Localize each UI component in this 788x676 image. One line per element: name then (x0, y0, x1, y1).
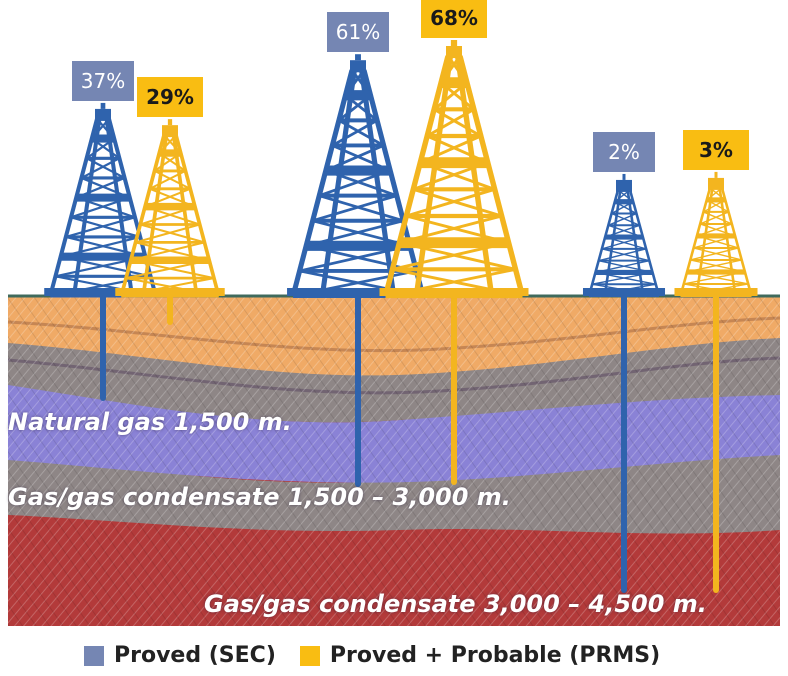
rig-prms-3 (674, 171, 758, 297)
legend-label-prms: Proved + Probable (PRMS) (329, 643, 661, 668)
ground-strata (7, 294, 781, 626)
rig-sec-2 (287, 54, 429, 298)
rig-prms-1 (115, 119, 225, 298)
value-label-sec-3: 2% (593, 132, 655, 172)
layer-label-gas-condensate-mid: Gas/gas condensate 1,500 – 3,000 m. (8, 483, 511, 511)
legend-label-sec: Proved (SEC) (114, 643, 276, 668)
value-label-prms-3: 3% (683, 130, 749, 170)
layer-label-gas-condensate-deep: Gas/gas condensate 3,000 – 4,500 m. (204, 590, 707, 618)
value-label-prms-1: 29% (137, 77, 203, 117)
wells (100, 293, 719, 593)
layer-label-natural-gas: Natural gas 1,500 m. (8, 408, 292, 436)
legend-item-prms: Proved + Probable (PRMS) (299, 643, 661, 668)
rig-sec-1 (44, 102, 162, 298)
rig-prms-2 (379, 40, 529, 299)
legend-swatch-prms (299, 645, 320, 666)
legend: Proved (SEC) Proved + Probable (PRMS) (84, 643, 684, 668)
value-label-sec-1: 37% (72, 61, 134, 101)
legend-item-sec: Proved (SEC) (84, 643, 276, 668)
value-label-prms-2: 68% (421, 0, 487, 38)
rig-sec-3 (582, 173, 666, 297)
drilling-rigs (44, 40, 758, 299)
value-label-sec-2: 61% (327, 12, 389, 52)
legend-swatch-sec (84, 645, 104, 666)
